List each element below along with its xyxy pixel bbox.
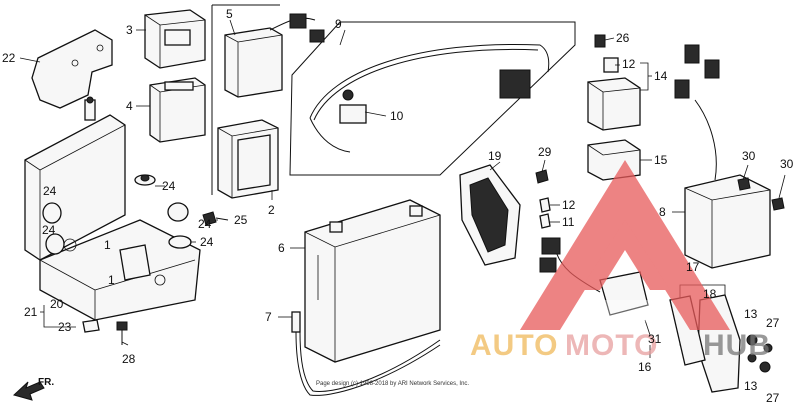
callout-5: 5 [226, 7, 233, 21]
part-starter-harness [539, 237, 649, 316]
callout-2: 2 [268, 203, 275, 217]
callout-27b: 27 [766, 391, 780, 404]
automotohub-watermark: AUTO MOTO HUB [470, 160, 771, 362]
part-small-fasteners [535, 169, 551, 229]
part-harness [309, 43, 550, 153]
callout-11: 11 [562, 215, 575, 229]
callout-13b: 13 [744, 379, 758, 393]
part-fuse-cover [459, 164, 521, 266]
callout-24c: 24 [42, 223, 56, 237]
part-battery-tray [24, 96, 201, 321]
part-bracket-plate [31, 29, 113, 109]
callout-6: 6 [278, 241, 285, 255]
callout-28: 28 [122, 352, 136, 366]
callout-10: 10 [390, 109, 404, 123]
callout-20: 20 [50, 297, 64, 311]
callout-9: 9 [335, 17, 342, 31]
part-bolt-30 [737, 177, 785, 211]
leader-lines [19, 19, 786, 358]
callout-19: 19 [488, 149, 502, 163]
callout-31: 31 [648, 332, 662, 346]
callout-18: 18 [703, 287, 717, 301]
callout-12b: 12 [562, 198, 576, 212]
callout-12a: 12 [622, 57, 636, 71]
callout-15: 15 [654, 153, 668, 167]
part-battery [304, 199, 441, 363]
part-relay-box [144, 9, 206, 69]
part-vent-tube [291, 311, 441, 396]
callout-1b: 1 [108, 273, 115, 287]
callout-25: 25 [234, 213, 248, 227]
callout-22: 22 [2, 51, 16, 65]
callout-24e: 24 [200, 235, 214, 249]
callout-4: 4 [126, 99, 133, 113]
part-nuts-13-27 [746, 334, 773, 373]
callout-3: 3 [126, 23, 133, 37]
watermark-hub: HUB [703, 329, 771, 362]
front-direction-arrow: FR. [13, 377, 54, 401]
callout-13a: 13 [744, 307, 758, 321]
part-bolt-28 [116, 321, 128, 345]
harness-group-box [289, 21, 576, 176]
part-module [224, 13, 325, 98]
part-nut-23 [82, 319, 100, 333]
part-grommets [42, 174, 192, 255]
callout-14: 14 [654, 69, 668, 83]
callout-24d: 24 [198, 217, 212, 231]
callout-16: 16 [638, 360, 652, 374]
part-cover [217, 119, 279, 199]
callout-27a: 27 [766, 316, 780, 330]
callout-8: 8 [659, 205, 666, 219]
callout-24a: 24 [162, 179, 176, 193]
callout-26: 26 [616, 31, 630, 45]
callout-23: 23 [58, 320, 72, 334]
callout-24b: 24 [43, 184, 57, 198]
watermark-moto: MOTO [565, 329, 658, 362]
callout-7: 7 [265, 310, 272, 324]
front-arrow-label: FR. [38, 377, 54, 388]
callout-17: 17 [686, 260, 700, 274]
part-control-unit [149, 77, 206, 143]
callout-21: 21 [24, 305, 38, 319]
callout-30b: 30 [780, 157, 794, 171]
callout-1a: 1 [104, 238, 111, 252]
part-regulator [674, 44, 771, 269]
callout-29: 29 [538, 145, 552, 159]
copyright-line: Page design (c) 1998-2018 by ARI Network… [316, 381, 469, 387]
part-bolt-25 [202, 211, 229, 226]
watermark-auto: AUTO [470, 329, 558, 362]
callout-30a: 30 [742, 149, 756, 163]
